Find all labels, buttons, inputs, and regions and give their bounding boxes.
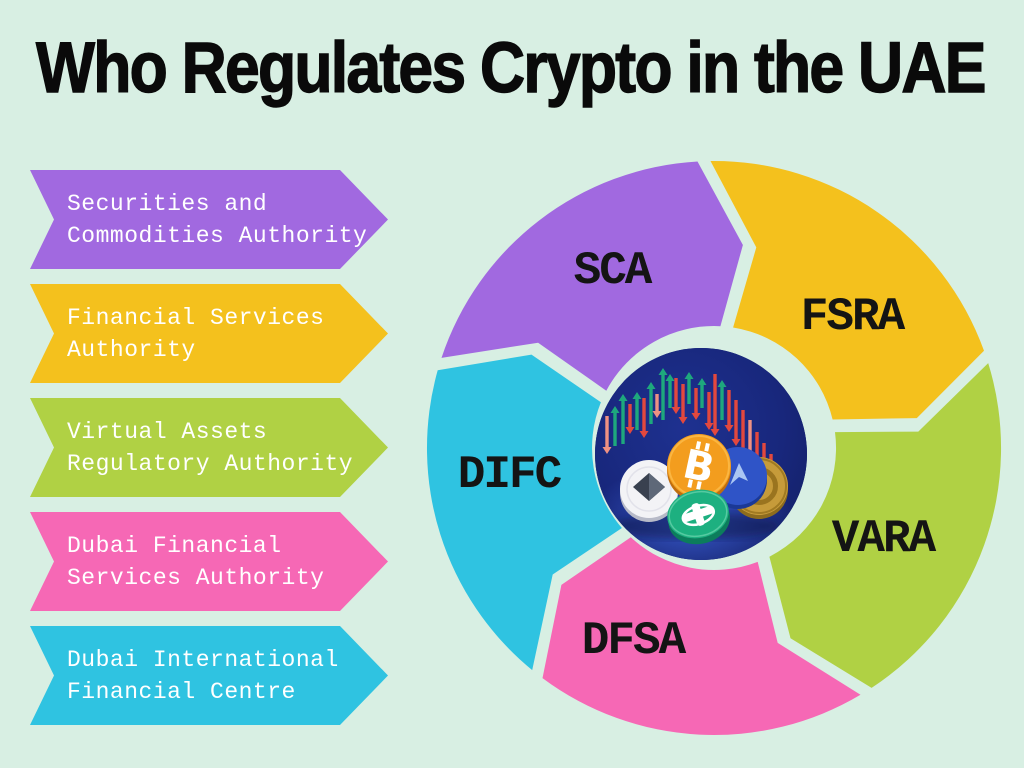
wheel-label-dfsa: DFSA [581, 615, 686, 667]
banner-label: Virtual Assets [67, 418, 268, 445]
banner-label: Financial Services [67, 304, 325, 331]
wheel-label-fsra: FSRA [800, 291, 905, 343]
banner-label: Authority [67, 336, 196, 363]
banner-label: Securities and [67, 190, 268, 217]
banner-label: Dubai International [67, 646, 339, 673]
crypto-coins-chart-image: B [595, 348, 807, 560]
wheel-segment-difc [426, 354, 622, 671]
wheel-segment-sca [441, 161, 743, 391]
wheel-label-sca: SCA [573, 245, 653, 297]
bitcoin-coin-icon: B [667, 434, 731, 502]
wheel-segment-dfsa [542, 537, 861, 735]
wheel-segment-fsra [710, 160, 984, 420]
banner-label: Services Authority [67, 564, 325, 591]
wheel-label-vara: VARA [831, 513, 936, 565]
tether-coin-icon [667, 489, 730, 545]
page-title: Who Regulates Crypto in the UAE [35, 29, 987, 109]
banner-label: Financial Centre [67, 678, 296, 705]
banner-label: Regulatory Authority [67, 450, 354, 477]
ethereum-coin-icon [620, 460, 678, 522]
wheel-label-difc: DIFC [457, 449, 562, 501]
banner-label: Commodities Authority [67, 222, 368, 249]
banner-label: Dubai Financial [67, 532, 282, 559]
crypto-illustration: B [595, 348, 807, 560]
wheel-segment-vara [769, 363, 1002, 688]
